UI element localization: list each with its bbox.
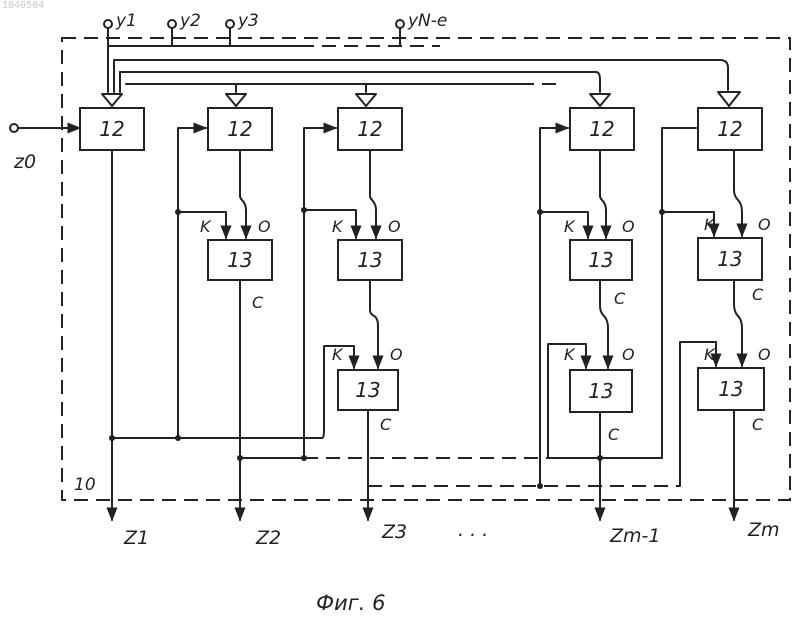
label-y3: y3 <box>237 11 259 31</box>
label-y1: y1 <box>115 11 137 31</box>
block-12-label: 12 <box>357 117 382 141</box>
input-terminal-yn <box>396 20 404 28</box>
output-z3: Z3 <box>381 521 407 543</box>
block-13-label: 13 <box>227 248 252 272</box>
port-k: K <box>704 215 716 234</box>
selector-inputs <box>102 92 740 106</box>
figure-caption: Фиг. 6 <box>316 591 385 615</box>
port-c: C <box>252 293 264 312</box>
block-13-label: 13 <box>718 377 743 401</box>
label-y2: y2 <box>179 11 201 31</box>
port-o: O <box>390 345 403 364</box>
output-zm: Zm <box>747 519 780 541</box>
port-c: C <box>380 415 392 434</box>
input-terminal-y3 <box>226 20 234 28</box>
block-13-label: 13 <box>717 247 742 271</box>
output-arrows <box>112 500 734 520</box>
block-13-label: 13 <box>588 379 613 403</box>
port-k: K <box>332 345 344 364</box>
port-k: K <box>200 217 212 236</box>
block-13-label: 13 <box>355 378 380 402</box>
port-o: O <box>622 345 635 364</box>
port-c: C <box>614 289 626 308</box>
port-c: C <box>752 415 764 434</box>
port-o: O <box>622 217 635 236</box>
input-terminal-y2 <box>168 20 176 28</box>
block-12-label: 12 <box>717 117 742 141</box>
port-labels: K O C K O K O C K O C K O C K O C K O C <box>200 215 771 444</box>
port-k: K <box>332 217 344 236</box>
port-o: O <box>258 217 271 236</box>
port-c: C <box>608 425 620 444</box>
block-12-label: 12 <box>99 117 124 141</box>
port-o: O <box>758 215 771 234</box>
port-o: O <box>758 345 771 364</box>
label-z0: z0 <box>13 151 36 173</box>
port-o: O <box>388 217 401 236</box>
port-c: C <box>752 285 764 304</box>
column-wiring <box>112 128 742 500</box>
block-13-label: 13 <box>588 248 613 272</box>
block-12-label: 12 <box>589 117 614 141</box>
output-z2: Z2 <box>255 527 281 549</box>
label-yn: yN-e <box>407 11 447 31</box>
block-12-label: 12 <box>227 117 252 141</box>
block-13-label: 13 <box>357 248 382 272</box>
output-z1: Z1 <box>123 527 149 549</box>
output-zm-1: Zm-1 <box>609 525 660 547</box>
port-k: K <box>564 217 576 236</box>
unit-label: 10 <box>74 475 96 495</box>
port-k: K <box>564 345 576 364</box>
input-terminal-y1 <box>104 20 112 28</box>
port-k: K <box>704 345 716 364</box>
input-terminal-z0 <box>10 124 18 132</box>
output-ellipsis: . . . <box>458 519 488 541</box>
